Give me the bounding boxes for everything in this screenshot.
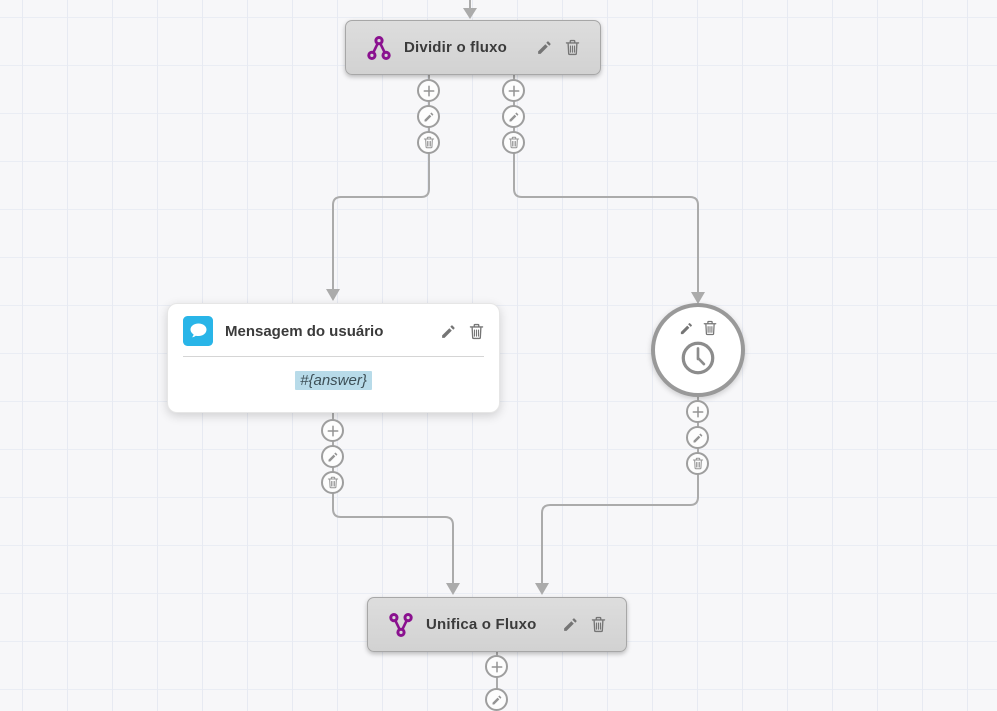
delete-node-button[interactable]: [565, 39, 580, 56]
trash-icon: [423, 136, 435, 149]
plus-icon: [508, 85, 520, 97]
add-block-button[interactable]: [417, 79, 440, 102]
edit-connection-button[interactable]: [686, 426, 709, 449]
plus-icon: [423, 85, 435, 97]
node-split-flow[interactable]: Dividir o fluxo: [345, 20, 601, 75]
trash-icon: [703, 320, 717, 336]
delete-connection-button[interactable]: [321, 471, 344, 494]
delete-node-button[interactable]: [703, 320, 717, 336]
plus-icon: [327, 425, 339, 437]
pencil-icon: [508, 111, 520, 123]
delete-node-button[interactable]: [469, 323, 484, 340]
add-block-button[interactable]: [321, 419, 344, 442]
edit-node-button[interactable]: [679, 320, 694, 336]
node-merge-flow[interactable]: Unifica o Fluxo: [367, 597, 627, 652]
card-body: #{answer}: [168, 357, 499, 403]
add-block-button[interactable]: [686, 400, 709, 423]
pencil-icon: [692, 432, 704, 444]
pencil-icon: [423, 111, 435, 123]
chat-bubble-icon: [183, 316, 213, 346]
node-user-message[interactable]: Mensagem do usuário #{answer}: [167, 303, 500, 413]
trash-icon: [692, 457, 704, 470]
edit-node-button[interactable]: [440, 323, 457, 340]
add-block-button[interactable]: [485, 655, 508, 678]
plus-icon: [692, 406, 704, 418]
pencil-icon: [536, 39, 553, 56]
node-title: Mensagem do usuário: [225, 322, 384, 340]
delete-node-button[interactable]: [591, 616, 606, 633]
pencil-icon: [440, 323, 457, 340]
add-block-button[interactable]: [502, 79, 525, 102]
split-branch-icon: [366, 35, 392, 61]
card-header: Mensagem do usuário: [168, 304, 499, 356]
node-title: Dividir o fluxo: [404, 39, 508, 56]
trash-icon: [327, 476, 339, 489]
pencil-icon: [679, 321, 694, 336]
edit-connection-button[interactable]: [321, 445, 344, 468]
trash-icon: [591, 616, 606, 633]
merge-branch-icon: [388, 612, 414, 638]
node-title: Unifica o Fluxo: [426, 616, 537, 633]
plus-icon: [491, 661, 503, 673]
pencil-icon: [491, 694, 503, 706]
delete-connection-button[interactable]: [417, 131, 440, 154]
edit-node-button[interactable]: [562, 616, 579, 633]
node-timer[interactable]: [651, 303, 745, 397]
edit-node-button[interactable]: [536, 39, 553, 56]
trash-icon: [469, 323, 484, 340]
delete-connection-button[interactable]: [686, 452, 709, 475]
trash-icon: [508, 136, 520, 149]
edit-connection-button[interactable]: [417, 105, 440, 128]
delete-connection-button[interactable]: [502, 131, 525, 154]
trash-icon: [565, 39, 580, 56]
clock-icon: [679, 339, 717, 377]
variable-chip: #{answer}: [295, 370, 372, 390]
pencil-icon: [562, 616, 579, 633]
pencil-icon: [327, 451, 339, 463]
card-divider: [183, 356, 484, 357]
edit-connection-button[interactable]: [502, 105, 525, 128]
edit-connection-button[interactable]: [485, 688, 508, 711]
